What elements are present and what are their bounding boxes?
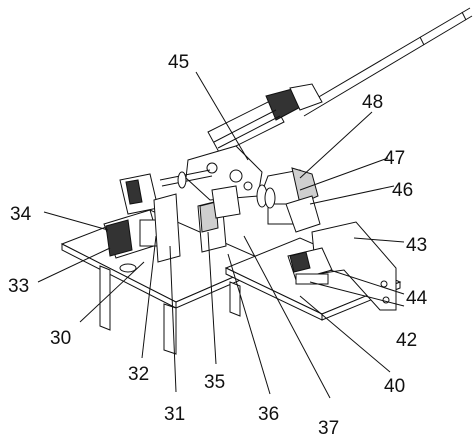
label-42: 42 — [396, 330, 417, 351]
label-35: 35 — [204, 372, 225, 393]
long-rod — [299, 7, 473, 117]
left-cylinder — [103, 173, 169, 259]
middle-supports — [153, 185, 241, 263]
label-34: 34 — [10, 204, 32, 225]
leader-lines — [37, 71, 405, 399]
label-37: 37 — [318, 418, 339, 439]
label-46: 46 — [392, 180, 413, 201]
label-44: 44 — [406, 288, 428, 309]
right-cylinder — [287, 247, 333, 285]
label-33: 33 — [8, 276, 29, 297]
label-47: 47 — [384, 148, 405, 169]
label-31: 31 — [164, 404, 185, 425]
label-30: 30 — [50, 328, 71, 349]
spindle — [159, 169, 276, 209]
label-43: 43 — [406, 235, 427, 256]
upper-cylinder — [207, 83, 323, 155]
label-45: 45 — [168, 52, 189, 73]
label-32: 32 — [128, 364, 149, 385]
label-40: 40 — [384, 376, 405, 397]
label-36: 36 — [258, 404, 279, 425]
label-48: 48 — [362, 92, 383, 113]
